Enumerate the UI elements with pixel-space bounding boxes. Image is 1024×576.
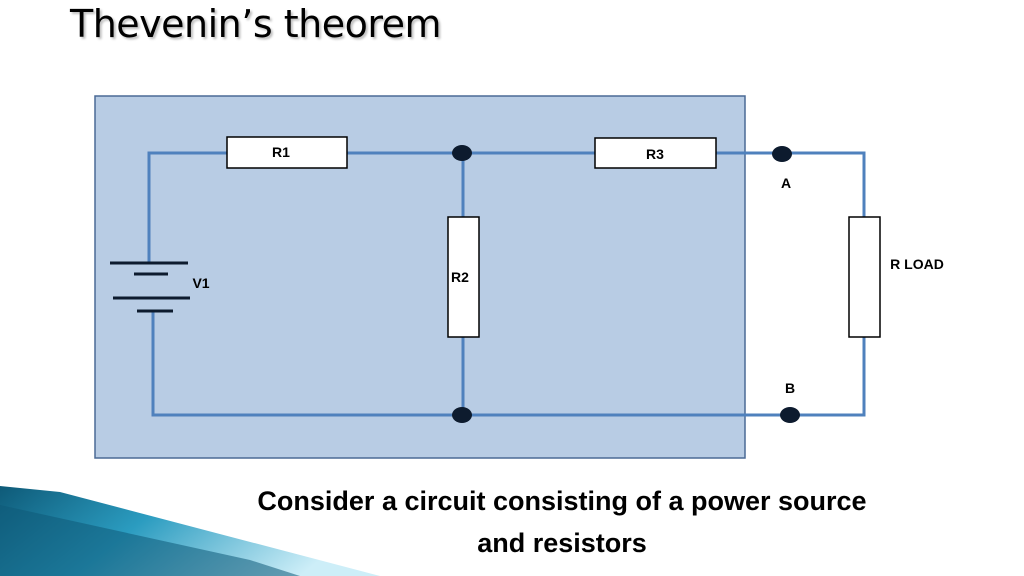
label-terminal-a: A — [781, 175, 791, 191]
corner-swoosh-shadow — [0, 505, 300, 576]
junction-dot-icon-top — [452, 145, 472, 161]
resistor-icon-r3 — [594, 137, 717, 169]
wire-r3-to-rload — [716, 151, 866, 217]
label-r3: R3 — [646, 146, 664, 162]
terminal-dot-icon-b — [780, 407, 800, 423]
caption-line-1: Consider a circuit consisting of a power… — [257, 486, 867, 516]
terminal-dot-icon-a — [772, 146, 792, 162]
resistor-icon-r2 — [447, 216, 480, 338]
resistor-icon-r1 — [226, 136, 348, 169]
resistor-icon-r-load — [848, 216, 881, 338]
label-terminal-b: B — [785, 380, 795, 396]
caption-line-2: and resistors — [477, 528, 647, 558]
label-r-load: R LOAD — [890, 256, 944, 272]
label-r1: R1 — [272, 144, 290, 160]
slide-caption: Consider a circuit consisting of a power… — [200, 480, 924, 564]
wire-battery-to-r1 — [147, 151, 227, 262]
battery-icon — [110, 261, 190, 313]
junction-dots — [452, 145, 800, 423]
wires — [147, 151, 866, 417]
label-r2: R2 — [451, 269, 469, 285]
junction-dot-icon-bottom — [452, 407, 472, 423]
slide-title: Thevenin’s theorem — [70, 2, 442, 46]
label-v1: V1 — [192, 275, 209, 291]
wire-bottom-return — [151, 312, 866, 417]
